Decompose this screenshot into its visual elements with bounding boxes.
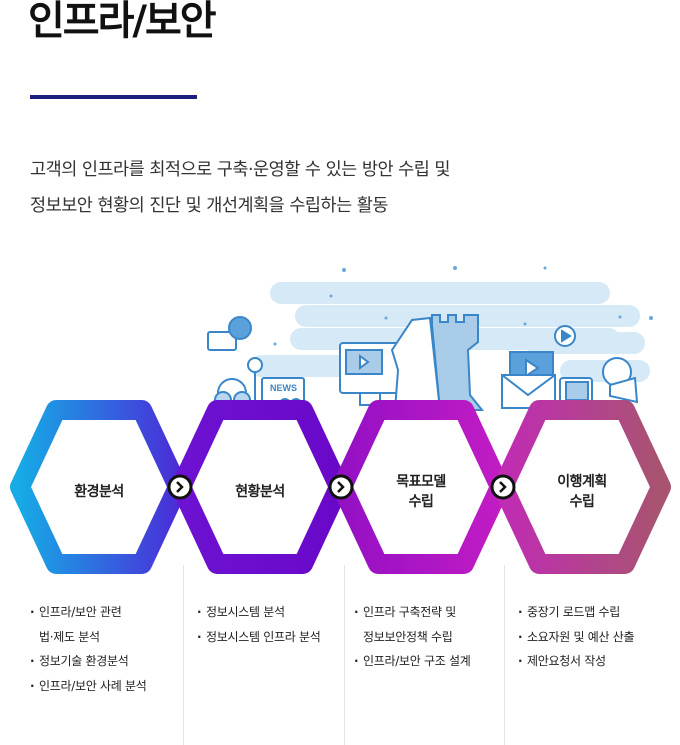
- list-item-text: 인프라 구축전략 및: [363, 605, 456, 619]
- description-line-1: 고객의 인프라를 최적으로 구축·운영할 수 있는 방안 수립 및: [30, 160, 450, 180]
- arrow-connectors: [167, 474, 516, 500]
- column-divider: [183, 565, 184, 745]
- list-item: 인프라/보안 구조 설계: [354, 649, 471, 674]
- list-item-text: 정보보안정책 수립: [363, 629, 453, 644]
- list-item-text: 인프라/보안 관련: [39, 605, 122, 619]
- list-item-text: 인프라/보안 구조 설계: [363, 654, 471, 668]
- page-title: 인프라/보안: [28, 0, 217, 44]
- list-item-text: 인프라/보안 사례 분석: [39, 678, 147, 693]
- list-item-text: 법·제도 분석: [39, 629, 100, 644]
- step-3-label-line-1: 목표모델: [396, 474, 446, 490]
- column-divider: [504, 565, 505, 745]
- list-item: 정보시스템 분석: [197, 600, 320, 625]
- chess-monitor-icon: [339, 314, 485, 411]
- list-item: 중장기 로드맵 수립: [518, 600, 634, 625]
- list-item: 정보시스템 인프라 분석: [197, 625, 321, 650]
- list-item-text: 중장기 로드맵 수립: [527, 605, 620, 619]
- list-item: 제안요청서 작성: [518, 649, 634, 674]
- list-item-text: 제안요청서 작성: [527, 654, 606, 668]
- list-item: 정보기술 환경분석: [30, 649, 146, 674]
- chevron-right-circle-icon: [167, 474, 193, 500]
- list-item-text: 정보시스템 분석: [206, 605, 285, 619]
- step-4-label-line-1: 이행계획: [557, 474, 607, 490]
- step-1-details: 인프라/보안 관련법·제도 분석 정보기술 환경분석 인프라/보안 사례 분석: [30, 600, 147, 699]
- list-item-text: 정보기술 환경분석: [39, 654, 129, 668]
- column-divider: [344, 565, 345, 745]
- list-item: 소요자원 및 예산 산출: [518, 625, 635, 650]
- description-line-2: 정보보안 현황의 진단 및 개선계획을 수립하는 활동: [30, 196, 388, 216]
- media-marketing-icon-group: [501, 325, 639, 409]
- chevron-right-circle-icon: [490, 474, 516, 500]
- hexagon-step-4: [493, 400, 671, 574]
- star-decorations: [273, 266, 653, 346]
- step-2-label: 현황분석: [235, 484, 285, 500]
- news-label: NEWS: [270, 383, 297, 393]
- step-4-label-line-2: 수립: [569, 494, 595, 510]
- title-underline: [30, 95, 197, 99]
- step-1-label: 환경분석: [74, 484, 124, 500]
- list-item: 인프라/보안 사례 분석: [30, 674, 147, 699]
- list-item: 인프라/보안 관련법·제도 분석: [30, 600, 146, 649]
- step-2-details: 정보시스템 분석 정보시스템 인프라 분석: [197, 600, 321, 650]
- list-item-text: 정보시스템 인프라 분석: [206, 629, 321, 644]
- step-3-label-line-2: 수립: [408, 494, 434, 510]
- chevron-right-circle-icon: [328, 474, 354, 500]
- list-item-text: 소요자원 및 예산 산출: [527, 629, 635, 644]
- step-4-details: 중장기 로드맵 수립 소요자원 및 예산 산출 제안요청서 작성: [518, 600, 635, 674]
